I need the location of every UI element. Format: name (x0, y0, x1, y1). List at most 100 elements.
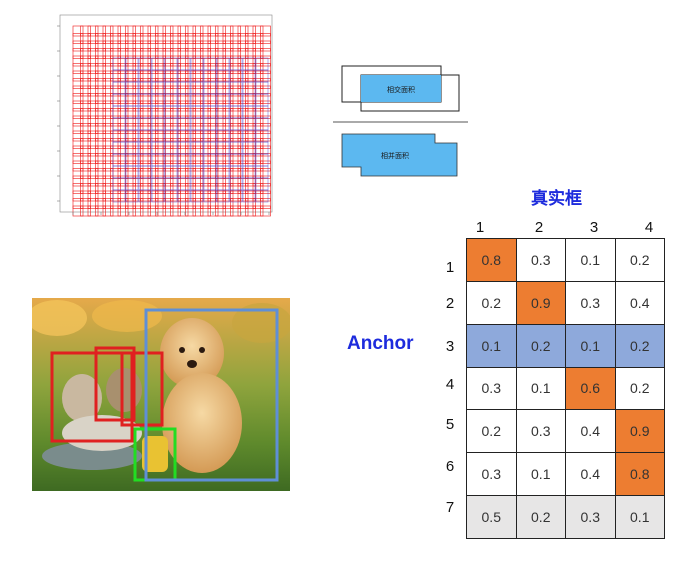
anchor-box (125, 183, 136, 194)
anchor-box (72, 160, 84, 172)
anchor-box (125, 145, 136, 157)
anchor-box (80, 78, 91, 89)
anchor-box (252, 145, 264, 157)
anchor-box (80, 138, 91, 149)
anchor-box (260, 153, 271, 164)
anchor-box (252, 85, 264, 97)
anchor-box (87, 175, 99, 187)
anchor-box (72, 78, 84, 89)
anchor-box (260, 40, 271, 52)
matrix-cell: 0.5 (467, 496, 517, 539)
anchor-box (230, 183, 241, 194)
anchor-box (215, 130, 226, 142)
anchor-box (222, 145, 234, 157)
anchor-box (87, 33, 99, 44)
anchor-box (245, 48, 256, 59)
anchor-box (185, 33, 196, 44)
anchor-box (102, 205, 114, 217)
anchor-box (110, 138, 121, 149)
anchor-box (162, 55, 174, 67)
anchor-box (185, 85, 196, 97)
anchor-box (177, 198, 189, 209)
puppy-eye (179, 347, 185, 353)
anchor-box (140, 198, 151, 209)
anchor-box (252, 55, 264, 67)
anchor-box (200, 145, 211, 157)
anchor-box (260, 93, 271, 104)
anchor-box (252, 78, 264, 89)
anchor-box (147, 175, 159, 187)
anchor-box (125, 108, 136, 119)
anchor-box (185, 138, 196, 149)
anchor-box (230, 205, 241, 217)
anchor-box (95, 183, 106, 194)
anchor-box (102, 40, 114, 52)
anchor-box (252, 175, 264, 187)
anchor-box (192, 205, 204, 217)
anchor-box (132, 25, 144, 37)
anchor-box (147, 40, 159, 52)
anchor-box (170, 93, 181, 104)
row-header: 4 (445, 376, 455, 393)
anchor-box (215, 40, 226, 52)
anchor-box (230, 93, 241, 104)
anchor-box (230, 55, 241, 67)
anchor-box (87, 25, 99, 37)
anchor-box (230, 70, 241, 82)
anchor-box (72, 63, 84, 74)
matrix-cell: 0.1 (566, 324, 616, 368)
anchor-box (155, 78, 166, 89)
anchor-box (147, 190, 159, 202)
union-area (341, 133, 458, 177)
anchor-box (125, 115, 136, 127)
anchor-box (162, 123, 174, 134)
anchor-box (140, 78, 151, 89)
anchor-box (230, 198, 241, 209)
anchor-box (260, 70, 271, 82)
anchor-box (162, 108, 174, 119)
anchor-box (155, 175, 166, 187)
anchor-box (87, 145, 99, 157)
anchor-box (222, 153, 234, 164)
anchor-box (95, 33, 106, 44)
anchor-box (222, 33, 234, 44)
anchor-box (222, 85, 234, 97)
anchor-box (230, 145, 241, 157)
anchor-box (230, 168, 241, 179)
anchor-box (102, 48, 114, 59)
anchor-box (215, 145, 226, 157)
anchor-box (110, 48, 121, 59)
anchor-box (72, 153, 84, 164)
anchor-box (245, 198, 256, 209)
anchor-box (117, 33, 129, 44)
anchor-box (80, 160, 91, 172)
anchor-box (87, 153, 99, 164)
anchor-box (110, 63, 121, 74)
anchor-box (72, 85, 84, 97)
anchor-box (162, 198, 174, 209)
anchor-box (147, 168, 159, 179)
anchor-box (80, 25, 91, 37)
anchor-box (80, 130, 91, 142)
column-header: 2 (534, 219, 544, 236)
anchor-box (200, 130, 211, 142)
anchor-box (207, 93, 219, 104)
anchor-box (140, 205, 151, 217)
anchor-box (147, 198, 159, 209)
row-header: 5 (445, 416, 455, 433)
anchor-box (177, 25, 189, 37)
anchor-box (80, 123, 91, 134)
anchor-box (140, 145, 151, 157)
anchor-box (200, 190, 211, 202)
union-label: 相并面积 (381, 151, 409, 160)
matrix-cell: 0.3 (467, 453, 517, 497)
anchor-box (87, 108, 99, 119)
anchor-box (207, 40, 219, 52)
matrix-cell: 0.3 (467, 367, 517, 411)
matrix-cell: 0.4 (615, 281, 665, 325)
anchor-box (207, 85, 219, 97)
anchor-box (215, 205, 226, 217)
anchor-box (207, 153, 219, 164)
anchor-box (112, 189, 126, 203)
anchor-box (140, 48, 151, 59)
